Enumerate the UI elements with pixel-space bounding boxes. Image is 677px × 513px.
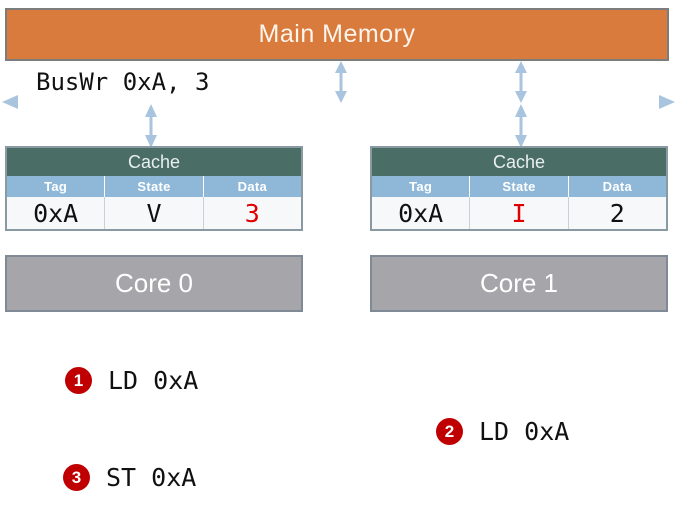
cache-title-1: Cache — [372, 148, 666, 176]
cache-col-header-data-1: Data — [602, 179, 633, 194]
cache-header-row-0: Tag State Data — [7, 176, 301, 197]
main-memory-block: Main Memory — [5, 8, 669, 61]
connector-memory-to-bus-right — [515, 61, 527, 103]
step-item-3: 3 ST 0xA — [63, 463, 196, 492]
connector-bus-to-cache-0 — [145, 104, 157, 148]
step-text-2: LD 0xA — [479, 417, 570, 446]
cache-block-core-0: Cache Tag State Data 0xA V 3 — [5, 146, 303, 231]
cache-cell-tag-0: 0xA — [7, 197, 106, 229]
step-badge-1: 1 — [65, 367, 92, 394]
cache-header-row-1: Tag State Data — [372, 176, 666, 197]
cache-col-header-tag-0: Tag — [7, 176, 106, 197]
cache-title-0: Cache — [7, 148, 301, 176]
bus-line-arrow — [2, 95, 675, 109]
step-item-2: 2 LD 0xA — [436, 417, 569, 446]
cache-cell-tag-1: 0xA — [372, 197, 471, 229]
system-bus: BusWr 0xA, 3 — [0, 62, 677, 122]
cache-cell-data-0: 3 — [203, 197, 301, 229]
core-block-1: Core 1 — [370, 255, 668, 312]
bus-transaction-label: BusWr 0xA, 3 — [36, 68, 210, 96]
step-item-1: 1 LD 0xA — [65, 366, 198, 395]
cache-col-header-state-0: State — [105, 176, 204, 197]
cache-cell-data-1: 2 — [568, 197, 666, 229]
cache-col-header-data-0: Data — [237, 179, 268, 194]
cache-col-header-tag-1: Tag — [372, 176, 471, 197]
main-memory-label: Main Memory — [258, 20, 416, 48]
cache-data-row-0: 0xA V 3 — [7, 197, 301, 229]
step-text-3: ST 0xA — [106, 463, 197, 492]
connector-memory-to-bus-left — [335, 61, 347, 103]
cache-col-header-state-1: State — [470, 176, 569, 197]
cache-data-row-1: 0xA I 2 — [372, 197, 666, 229]
cache-cell-state-1: I — [470, 197, 569, 229]
step-text-1: LD 0xA — [108, 366, 199, 395]
connector-bus-to-cache-1 — [515, 104, 527, 148]
core-block-0: Core 0 — [5, 255, 303, 312]
cache-cell-state-0: V — [105, 197, 204, 229]
step-badge-3: 3 — [63, 464, 90, 491]
cache-block-core-1: Cache Tag State Data 0xA I 2 — [370, 146, 668, 231]
core-label-0: Core 0 — [114, 268, 194, 298]
step-badge-2: 2 — [436, 418, 463, 445]
core-label-1: Core 1 — [479, 268, 559, 298]
